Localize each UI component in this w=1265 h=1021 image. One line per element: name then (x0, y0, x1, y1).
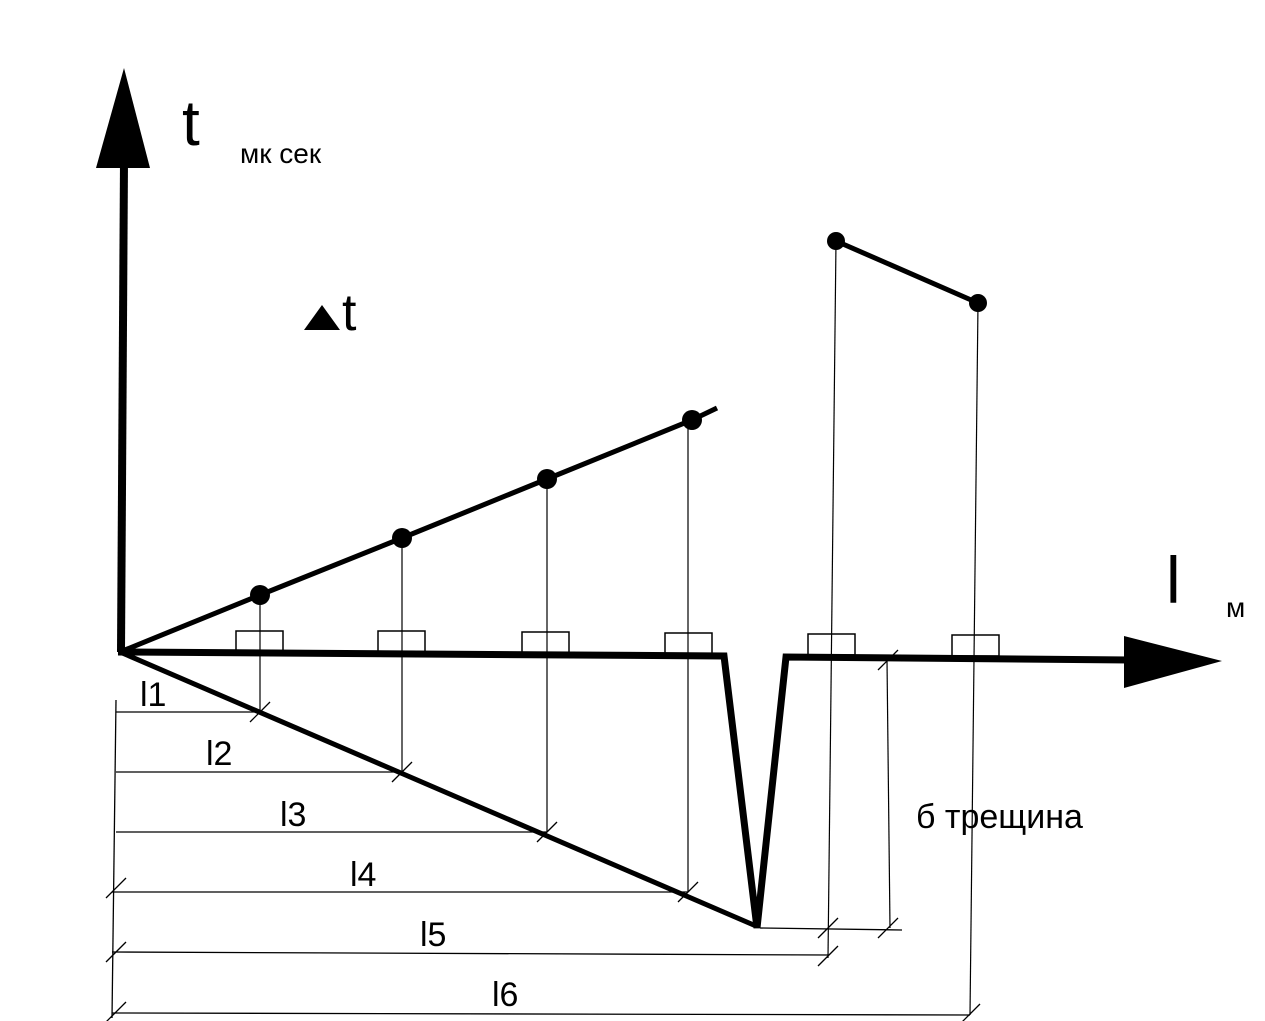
projection-lines (259, 240, 979, 1016)
y-axis (96, 68, 150, 653)
time-line-before-crack (119, 405, 719, 655)
distance-diagonal (119, 649, 757, 929)
transducer-box-6 (951, 634, 1000, 657)
dimension-lines (111, 699, 971, 1019)
dim-label-l5: l5 (420, 916, 446, 954)
x-axis-unit: м (1226, 592, 1245, 623)
transducer-box-3 (521, 631, 570, 654)
dim-label-l4: l4 (350, 856, 376, 894)
tick-marks (105, 649, 981, 1021)
y-axis-unit: мк сек (240, 138, 322, 169)
dim-label-l6: l6 (492, 976, 518, 1014)
data-point-4 (682, 410, 702, 430)
dim-label-l3: l3 (280, 796, 306, 834)
x-axis-label: l (1166, 543, 1181, 617)
x-axis-arrow-icon (1124, 636, 1222, 688)
y-axis-label: t (182, 87, 200, 159)
x-axis (117, 636, 1222, 929)
time-line-after-crack (827, 232, 987, 312)
delta-t-label: t (342, 284, 357, 342)
y-axis-arrow-icon (96, 68, 150, 168)
dim-label-l2: l2 (206, 735, 232, 773)
dim-label-l1: l1 (140, 676, 166, 714)
crack-label: б трещина (916, 798, 1083, 836)
delta-icon (304, 305, 340, 330)
